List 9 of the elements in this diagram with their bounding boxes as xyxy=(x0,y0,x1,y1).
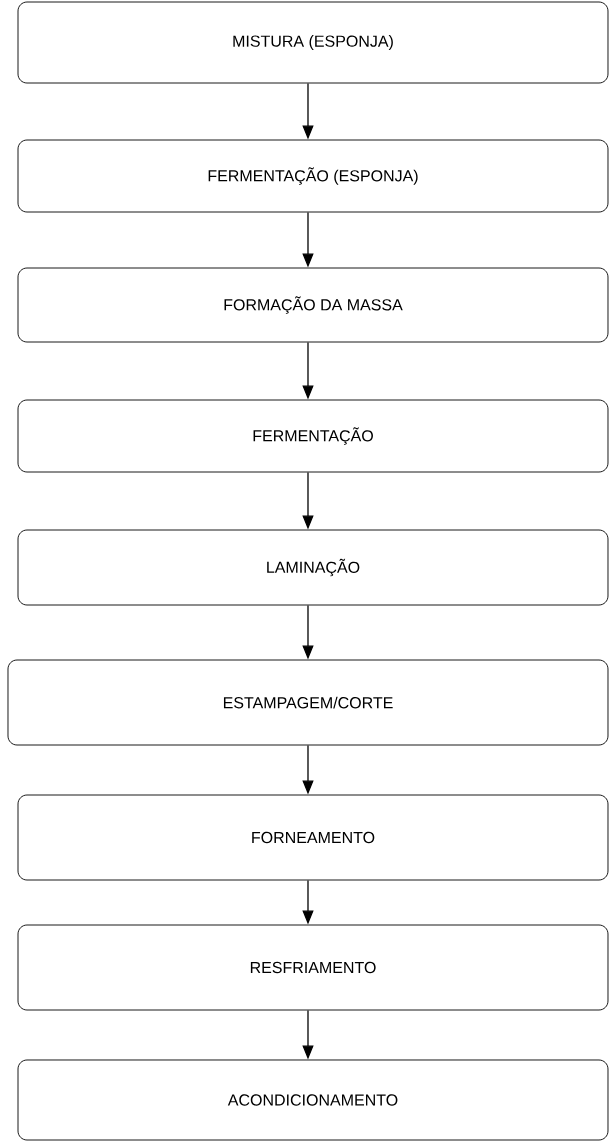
process-box: ESTAMPAGEM/CORTE xyxy=(7,659,609,746)
process-box: RESFRIAMENTO xyxy=(17,924,609,1011)
process-box: FERMENTAÇÃO xyxy=(17,399,609,473)
process-box: FORMAÇÃO DA MASSA xyxy=(17,267,609,343)
process-box: ACONDICIONAMENTO xyxy=(17,1059,609,1141)
process-box: FORNEAMENTO xyxy=(17,794,609,881)
process-box: LAMINAÇÃO xyxy=(17,529,609,606)
process-box: FERMENTAÇÃO (ESPONJA) xyxy=(17,139,609,213)
process-box: MISTURA (ESPONJA) xyxy=(17,1,609,84)
